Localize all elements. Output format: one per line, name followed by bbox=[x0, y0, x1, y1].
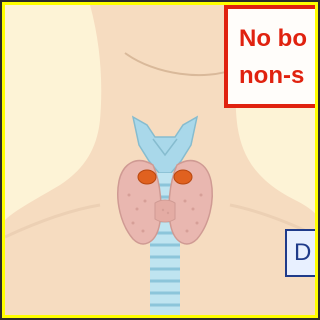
parathyroid-right bbox=[174, 170, 192, 184]
red-callout-box: No bo non-s bbox=[224, 5, 315, 108]
red-callout-line-2: non-s bbox=[239, 62, 304, 90]
blue-callout-line-1: D bbox=[294, 239, 311, 267]
thyroid-isthmus bbox=[155, 200, 175, 222]
diagram-panel: No bo non-s D bbox=[5, 5, 315, 315]
blue-callout-box: D bbox=[285, 229, 315, 277]
parathyroid-left bbox=[138, 170, 156, 184]
red-callout-line-1: No bo bbox=[239, 25, 307, 53]
